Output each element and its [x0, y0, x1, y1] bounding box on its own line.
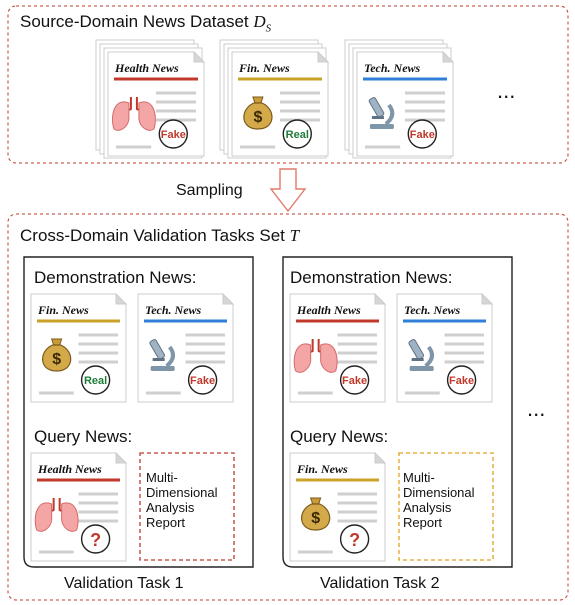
- money-bag-icon: $: [42, 338, 72, 372]
- card-fold: [317, 50, 330, 63]
- lungs-icon: [34, 498, 79, 532]
- card-fold: [115, 451, 128, 464]
- news-stack-1: Fin. News $ Real: [219, 39, 330, 159]
- label-stamp: [339, 365, 370, 395]
- card-header: Fin. News: [37, 303, 89, 317]
- task1-demo-title: Demonstration News:: [34, 268, 197, 287]
- label-stamp-text: Real: [84, 375, 107, 387]
- tasks-set-title-text: Cross-Domain Validation Tasks Set: [20, 226, 290, 245]
- lungs-icon: [111, 97, 156, 131]
- query-card: Fin. News $?: [289, 451, 387, 562]
- lungs-icon: [293, 339, 338, 373]
- source-ellipsis: ...: [497, 78, 516, 103]
- card-fold: [222, 292, 235, 305]
- card-fold: [442, 50, 455, 63]
- label-stamp-text: Fake: [161, 129, 186, 141]
- source-dataset-frame: [7, 5, 569, 164]
- svg-text:$: $: [52, 351, 61, 368]
- label-stamp-text: Fake: [410, 129, 435, 141]
- label-stamp-text: ?: [349, 530, 360, 550]
- card-fold: [193, 50, 206, 63]
- label-stamp: [80, 365, 111, 395]
- analysis-report-box: [398, 452, 494, 561]
- microscope-icon: [408, 339, 434, 371]
- microscope-icon: [368, 97, 395, 129]
- card-fold: [481, 292, 494, 305]
- task2-query-title: Query News:: [290, 427, 389, 446]
- card-header: Tech. News: [364, 61, 421, 75]
- label-stamp-text: Fake: [449, 375, 474, 387]
- label-stamp: [407, 119, 437, 149]
- task1-label: Validation Task 1: [64, 575, 184, 592]
- money-bag-icon: $: [301, 497, 331, 531]
- label-stamp: [282, 119, 312, 149]
- card-fold: [374, 451, 387, 464]
- card-header: Tech. News: [404, 303, 461, 317]
- source-dataset-title-text: Source-Domain News Dataset: [20, 12, 254, 31]
- card-header: Tech. News: [145, 303, 202, 317]
- task2-report-text: Multi-Dimensional Analysis Report: [403, 470, 475, 530]
- svg-text:$: $: [311, 510, 320, 527]
- sampling-label: Sampling: [176, 182, 243, 199]
- card-header: Health News: [114, 61, 179, 75]
- news-card-front: Fin. News $ Real: [231, 50, 330, 157]
- tasks-set-frame: [7, 213, 569, 601]
- source-dataset-title: Source-Domain News Dataset DS: [20, 12, 271, 34]
- tasks-set-symbol: T: [289, 226, 300, 245]
- source-dataset-subscript: S: [265, 22, 272, 35]
- tasks-ellipsis: ...: [527, 396, 546, 421]
- query-card: Health News?: [30, 451, 128, 562]
- card-header: Fin. News: [238, 61, 290, 75]
- card-fold: [374, 292, 387, 305]
- label-stamp: [80, 524, 111, 554]
- analysis-report-box: [139, 452, 235, 561]
- sampling-arrow: [269, 168, 307, 213]
- demo-card-1: Fin. News $ Real: [30, 292, 128, 403]
- label-stamp: [187, 365, 218, 395]
- card-header: Health News: [296, 303, 361, 317]
- label-stamp-text: ?: [90, 530, 101, 550]
- label-stamp-text: Fake: [190, 375, 215, 387]
- label-stamp-text: Real: [286, 129, 309, 141]
- task2-demo-title: Demonstration News:: [290, 268, 453, 287]
- microscope-icon: [149, 339, 175, 371]
- label-stamp-text: Fake: [342, 375, 367, 387]
- label-stamp: [446, 365, 477, 395]
- source-dataset-symbol: D: [253, 12, 266, 31]
- card-fold: [115, 292, 128, 305]
- svg-text:$: $: [253, 109, 262, 126]
- task1-report-text: Multi-Dimensional Analysis Report: [146, 470, 218, 530]
- label-stamp: [339, 524, 370, 554]
- task1-query-title: Query News:: [34, 427, 133, 446]
- card-header: Health News: [37, 462, 102, 476]
- tasks-set-title: Cross-Domain Validation Tasks Set T: [20, 226, 299, 246]
- label-stamp: [158, 119, 188, 149]
- card-header: Fin. News: [296, 462, 348, 476]
- task2-label: Validation Task 2: [320, 575, 440, 592]
- money-bag-icon: $: [243, 96, 273, 130]
